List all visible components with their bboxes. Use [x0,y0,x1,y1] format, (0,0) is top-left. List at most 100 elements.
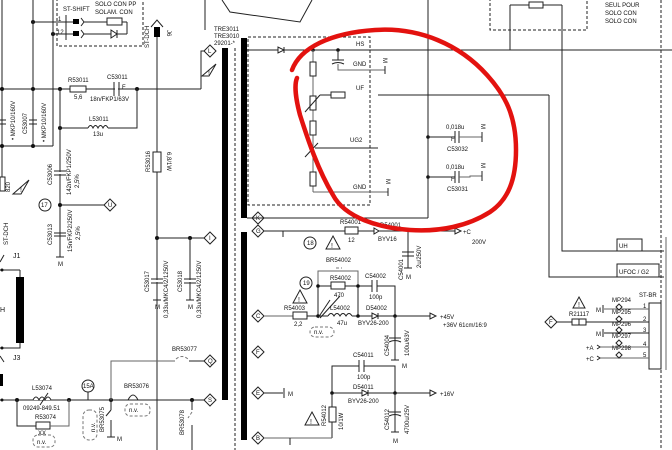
label-c53013-value: 15n/FKP2/250V [68,210,74,252]
label-plus-a: +A [586,346,594,352]
label-l53074: L53074 [32,386,53,392]
label-c53032-m: M [479,124,485,129]
label-c53006: C53006 [48,163,54,185]
label-l53011: L53011 [89,117,109,123]
label-st-dch-top: ST-DCH [145,26,151,48]
label-d54002: D54002 [366,306,388,312]
supply-45v [264,267,438,361]
label-gnd-2: GND [353,185,367,191]
label-hs: HS [356,42,364,48]
test-point-mp298: MP298 [612,346,632,352]
pin-l-label: L [208,49,212,55]
red-annotation-circle [289,27,519,233]
label-st-br: ST-BR [639,293,657,299]
label-st-br-m1: M [596,308,601,314]
label-ground-m3: M [188,305,193,311]
label-nv-1: n.v. [37,440,47,446]
left-wiring [0,0,206,450]
label-d54011-type: BYV26-200 [348,399,379,405]
test-point-mp294: MP294 [612,298,632,304]
label-nv-3: n.v. [129,408,139,414]
label-c54004-value: 100u/63V [405,330,411,356]
transformer-name-3: 29201-* [214,41,236,47]
label-j6: J6 [165,30,171,37]
label-c54001: C54001 [399,258,405,280]
label-ug2: UG2 [350,138,363,144]
label-ground-m2: M [155,305,160,311]
label-c54012-m: M [393,439,398,445]
connector-pin-2: 2 [643,317,647,323]
pin-k-label: K [256,216,260,222]
label-r53011: R53011 [68,78,89,84]
node-17: 17 [38,198,52,212]
label-ground-m1: M [58,262,63,268]
label-j1: J1 [13,253,21,260]
label-c53017: C53017 [145,270,151,292]
label-d54002-type: BYV26-200 [358,321,389,327]
label-c53013-tolerance: 2,5% [76,226,82,240]
supply-200v [264,226,463,269]
pin-1: 1 [58,17,62,23]
label-hv-m1: M [381,58,387,63]
label-l53074-value: 09249-849.51 [23,406,61,412]
label-output-36v: +36V 61cm/16:9 [443,323,488,329]
label-st-dch: ST-DCH [4,223,10,245]
label-j3: J3 [13,355,21,362]
label-solo-con-pp: SOLO CON PP [95,2,136,8]
label-l53011-value: 13u [93,132,103,138]
label-solo-con-2: SOLO CON [605,19,637,25]
connector-pin-1: 1 [643,304,647,310]
st-shift-block [31,0,144,47]
label-16v-m: M [288,392,293,398]
label-r53016-value: 6,8/1W [165,152,171,171]
label-c53031: C53031 [447,187,469,193]
label-br54002: BR54002 [326,258,352,264]
connector-pin-5: 5 [643,353,647,359]
pin-g-label: G [256,229,261,235]
supply-16v [264,360,438,445]
pin-f-right-label: F [549,320,553,326]
pin-i: I [203,231,217,245]
label-c53032-f: F [451,137,455,143]
flyback-transformer [222,38,247,450]
pin-u-label: U [108,203,112,209]
label-c54012: C54012 [385,408,391,430]
label-output-plus-c: +C [463,230,472,236]
label-d54001-type: BYV16 [378,237,397,243]
pin-c-label: C [256,314,261,320]
pin-s: S [203,393,217,407]
label-output-16v: +16V [440,392,454,398]
label-uf: UF [356,86,364,92]
pin-b: B [251,431,265,445]
label-plus-c: +C [586,357,595,363]
label-c53031-value: 0,018u [446,165,464,171]
label-l54002: L54002 [330,306,351,312]
label-st-br-m2: M [596,332,601,338]
pin-e-label: E [256,391,260,397]
warning-icon: ! [200,63,217,77]
label-c53031-f: F [451,177,455,183]
test-point-mp296: MP296 [612,322,632,328]
label-output-200v: 200V [472,240,486,246]
label-c53032-value: 0,018u [446,125,464,131]
pin-b-label: B [256,436,260,442]
pin-g: G [251,224,265,238]
label-c53032: C53032 [447,147,469,153]
label-c54002-value: 100p [369,295,383,301]
pin-u: U [103,198,117,212]
node-15a-label: 15A [83,384,94,390]
label-c53018-value: 0,33u/MKC4/2/1250V [197,261,203,318]
right-wiring [489,0,667,450]
label-h: H [0,307,5,314]
label-r54002-value: 470 [334,293,345,299]
pin-l: L [203,44,217,58]
st-br-connector [544,295,662,370]
label-c53017-value: 0,33u/MKC4/2/1250V [164,261,170,318]
transformer-name-1: TRE3011 [214,27,240,33]
pin-12: 12 [57,30,64,36]
label-br53078: BR53078 [180,409,186,435]
label-solam-con: SOLAM. CON [95,10,133,16]
label-seul-pour: SEUL POUR [605,3,640,9]
label-mkp-a: • MKP10/160V [11,101,17,140]
